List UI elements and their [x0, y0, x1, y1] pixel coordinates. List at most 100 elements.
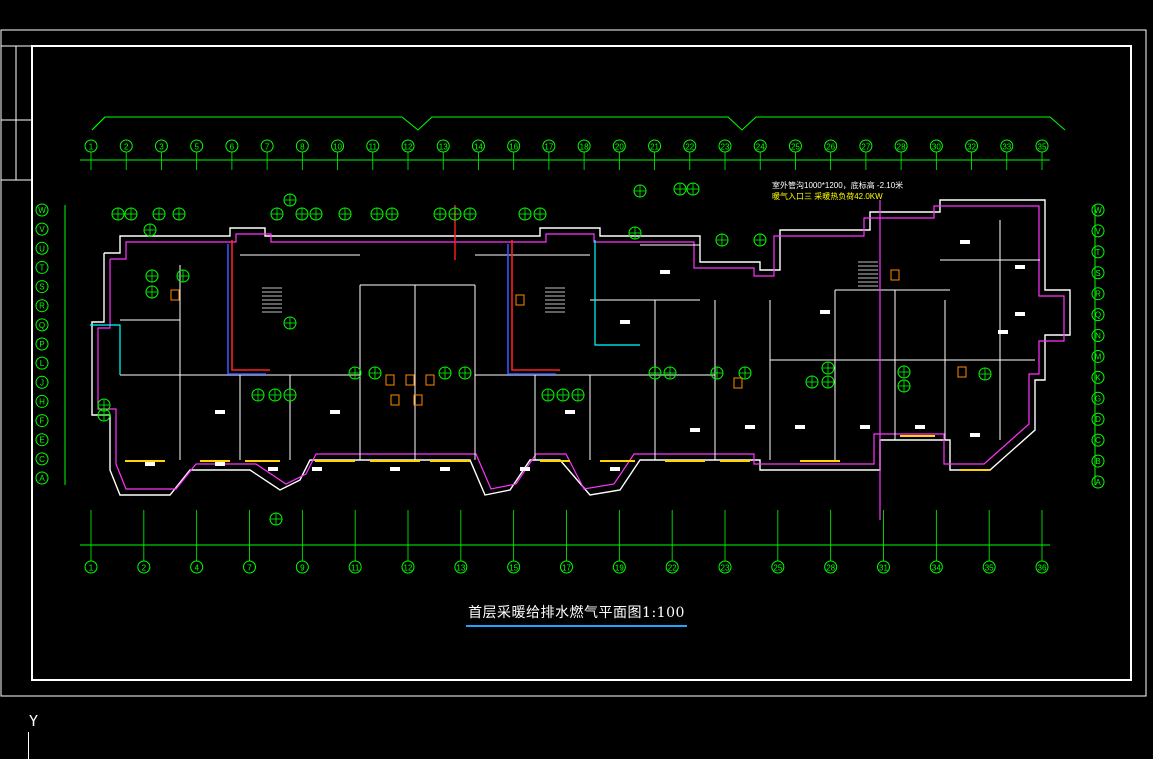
heating-supply-pipe	[511, 240, 560, 371]
axis-bubble	[35, 394, 49, 408]
axis-label: 14	[474, 143, 483, 152]
axis-bubble	[1091, 308, 1105, 322]
axis-label: 33	[1002, 143, 1011, 152]
axis-label: N	[1095, 332, 1101, 341]
axis-label: 13	[456, 564, 465, 573]
axis-bubble	[35, 375, 49, 389]
room-label-mark	[620, 320, 630, 324]
axis-label: A	[39, 474, 45, 483]
axis-bubble	[1091, 349, 1105, 363]
axis-label: 26	[826, 143, 835, 152]
axis-label: 12	[404, 143, 413, 152]
room-label-mark	[145, 462, 155, 466]
axis-label: S	[39, 283, 44, 292]
axis-bubble	[507, 560, 521, 574]
room-label-mark	[970, 433, 980, 437]
axis-bubble	[35, 318, 49, 332]
axis-label: L	[40, 359, 45, 368]
axis-bubble	[35, 222, 49, 236]
axis-label: W	[1094, 206, 1102, 215]
room-label-mark	[1015, 265, 1025, 269]
axis-label: V	[1095, 227, 1101, 236]
building-outline	[91, 199, 1071, 496]
sanitary-fixture	[425, 374, 435, 386]
axis-label: B	[1095, 457, 1100, 466]
axis-label: 22	[668, 564, 677, 573]
axis-bubble	[648, 139, 662, 153]
axis-label: T	[1096, 248, 1101, 257]
axis-bubble	[1035, 560, 1049, 574]
sanitary-fixture	[405, 374, 415, 386]
axis-label: H	[39, 397, 45, 406]
axis-bubble	[260, 139, 274, 153]
axis-label: 28	[826, 564, 835, 573]
axis-label: 1	[89, 564, 94, 573]
axis-label: 36	[1038, 564, 1047, 573]
room-label-mark	[820, 310, 830, 314]
axis-bubble	[753, 139, 767, 153]
axis-bubble	[965, 139, 979, 153]
axis-label: R	[1095, 290, 1101, 299]
axis-label: 23	[721, 564, 730, 573]
room-label-mark	[960, 240, 970, 244]
room-label-mark	[390, 467, 400, 471]
drawing-note: 室外管沟1000*1200，底标高 -2.10米	[772, 180, 903, 190]
axis-bubble	[35, 452, 49, 466]
axis-label: 22	[685, 143, 694, 152]
axis-bubble	[612, 560, 626, 574]
axis-label: 25	[773, 564, 782, 573]
axis-bubble	[1091, 329, 1105, 343]
axis-label: G	[1095, 394, 1101, 403]
axis-label: 25	[791, 143, 800, 152]
axis-bubble	[471, 139, 485, 153]
axis-label: 17	[562, 564, 571, 573]
floor-plan	[90, 182, 1071, 526]
axis-label: 7	[247, 564, 252, 573]
room-label-mark	[860, 425, 870, 429]
axis-bubble	[35, 241, 49, 255]
room-label-mark	[915, 425, 925, 429]
axis-label: 6	[230, 143, 235, 152]
outer-frame	[0, 29, 1147, 697]
axis-label: 17	[544, 143, 553, 152]
room-label-mark	[660, 270, 670, 274]
axis-bubble	[1091, 266, 1105, 280]
axis-bubble	[35, 280, 49, 294]
axis-label: 20	[615, 143, 624, 152]
axis-label: 21	[650, 143, 659, 152]
axis-label: 19	[615, 564, 624, 573]
room-label-mark	[268, 467, 278, 471]
sanitary-fixture	[957, 366, 967, 378]
axis-label: 15	[509, 564, 518, 573]
drawing-note: 暖气入口三 采暖热负荷42.0KW	[772, 191, 883, 201]
title-block: 首层采暖给排水燃气平面图1:100	[0, 602, 1153, 627]
axis-label: 8	[300, 143, 305, 152]
ucs-axis-line	[28, 732, 29, 759]
room-label-mark	[795, 425, 805, 429]
axis-label: 31	[879, 564, 888, 573]
axis-bubble	[348, 560, 362, 574]
axis-label: 32	[967, 143, 976, 152]
axis-label: E	[39, 436, 44, 445]
axis-label: R	[39, 302, 45, 311]
room-label-mark	[330, 410, 340, 414]
axis-bubble	[35, 356, 49, 370]
axis-label: 10	[333, 143, 342, 152]
axis-bubble	[1091, 370, 1105, 384]
room-label-mark	[440, 467, 450, 471]
axis-bubble	[1000, 139, 1014, 153]
axis-label: 12	[404, 564, 413, 573]
axis-bubble	[788, 139, 802, 153]
axis-bubble	[612, 139, 626, 153]
zone-bracket	[91, 116, 1066, 131]
axis-bubble	[507, 139, 521, 153]
axis-bubble	[824, 139, 838, 153]
inner-wall-line	[97, 205, 1065, 490]
drawing-title: 首层采暖给排水燃气平面图1:100	[466, 602, 687, 627]
axis-label: 2	[142, 564, 147, 573]
axis-bubble	[1091, 391, 1105, 405]
axis-bubble	[35, 260, 49, 274]
